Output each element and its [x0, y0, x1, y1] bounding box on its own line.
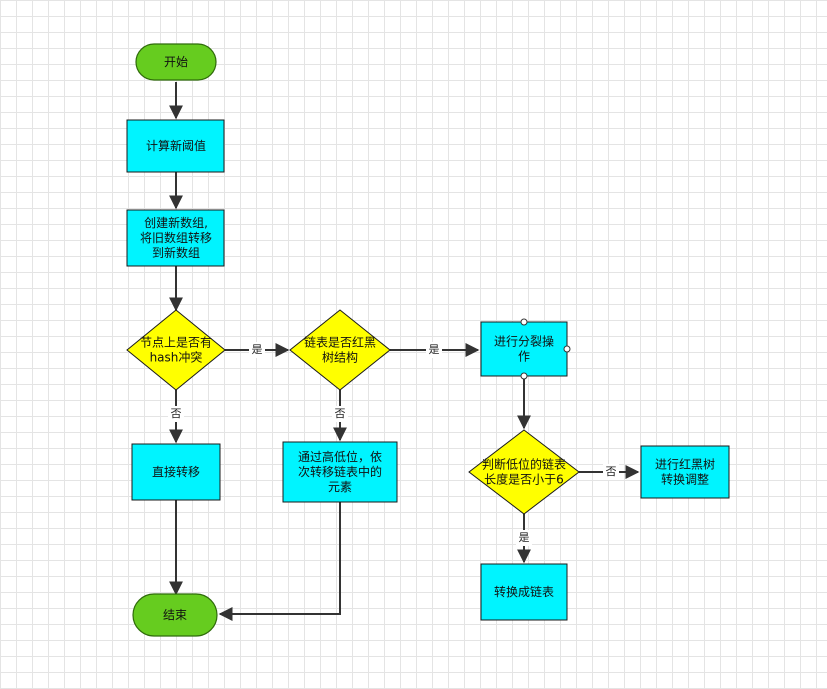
node-check-length-label: 判断低位的链表长度是否小于6: [482, 456, 566, 486]
edge-label-rb-yes: 是: [429, 343, 440, 356]
node-compute-threshold[interactable]: 计算新阈值: [126, 119, 225, 173]
node-to-list[interactable]: 转换成链表: [480, 563, 568, 621]
node-label-line: 创建新数组,: [144, 215, 208, 230]
node-label-line: 转换调整: [661, 471, 709, 486]
edge-bits-to-end: [218, 502, 341, 621]
node-label-line: 树结构: [322, 349, 358, 364]
node-label-line: 转换成链表: [494, 584, 554, 599]
node-is-red-black[interactable]: 链表是否红黑树结构: [289, 309, 391, 391]
node-label-line: 作: [518, 349, 530, 363]
node-label-line: 计算新阈值: [146, 138, 206, 153]
node-label-line: 结束: [163, 608, 187, 622]
node-split-op-label: 进行分裂操作: [494, 333, 554, 363]
node-label-line: 元素: [328, 480, 352, 494]
node-label-line: 进行红黑树: [655, 456, 715, 471]
edge-label-length-no: 否: [606, 465, 617, 478]
node-handle-right[interactable]: [563, 345, 571, 353]
node-is-red-black-label: 链表是否红黑树结构: [304, 334, 376, 364]
node-direct-move[interactable]: 直接转移: [131, 443, 221, 501]
node-start-label: 开始: [164, 55, 188, 69]
node-compute-threshold-label: 计算新阈值: [146, 138, 206, 153]
node-label-line: 判断低位的链表: [482, 456, 566, 471]
node-split-op[interactable]: 进行分裂操作: [480, 318, 571, 380]
node-adjust-tree-label: 进行红黑树转换调整: [655, 456, 715, 486]
node-direct-move-label: 直接转移: [152, 464, 200, 479]
node-check-length[interactable]: 判断低位的链表长度是否小于6: [468, 429, 580, 515]
edge-label-collision-yes: 是: [252, 343, 263, 356]
node-label-line: 进行分裂操: [494, 333, 554, 348]
edge-labels: 是 否 是 否 否 是: [168, 342, 619, 546]
node-end-label: 结束: [163, 608, 187, 622]
node-handle-bottom[interactable]: [520, 372, 528, 380]
node-label-line: 节点上是否有: [140, 335, 212, 349]
node-end[interactable]: 结束: [132, 593, 218, 637]
node-label-line: 次转移链表中的: [298, 464, 382, 479]
edge-label-rb-no: 否: [335, 407, 346, 420]
node-label-line: 到新数组: [152, 245, 200, 260]
node-adjust-tree[interactable]: 进行红黑树转换调整: [640, 445, 730, 499]
node-create-array-label: 创建新数组,将旧数组转移到新数组: [140, 215, 212, 260]
node-handle-top[interactable]: [520, 318, 528, 326]
node-label-line: 开始: [164, 55, 188, 69]
node-start[interactable]: 开始: [135, 43, 217, 81]
node-move-by-bits[interactable]: 通过高低位，依次转移链表中的元素: [282, 441, 398, 503]
node-to-list-label: 转换成链表: [494, 584, 554, 599]
node-create-array[interactable]: 创建新数组,将旧数组转移到新数组: [126, 209, 225, 267]
node-label-line: 直接转移: [152, 464, 200, 479]
node-label-line: 通过高低位，依: [298, 449, 382, 464]
node-move-by-bits-label: 通过高低位，依次转移链表中的元素: [298, 449, 382, 494]
edge-label-length-yes: 是: [519, 531, 530, 544]
node-label-line: hash冲突: [150, 349, 203, 364]
node-label-line: 将旧数组转移: [140, 230, 212, 245]
edge-label-collision-no: 否: [171, 407, 182, 420]
node-label-line: 链表是否红黑: [304, 334, 376, 349]
node-label-line: 长度是否小于6: [484, 471, 564, 486]
